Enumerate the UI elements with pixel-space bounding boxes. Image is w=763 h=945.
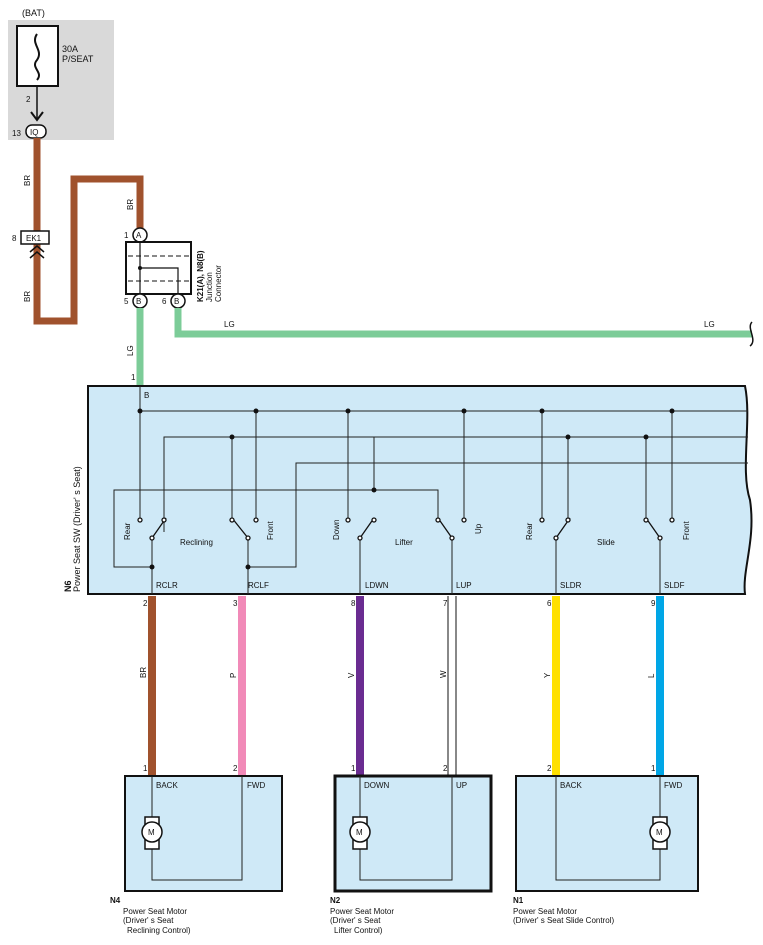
lifter-label: Lifter bbox=[395, 538, 413, 547]
chevron-icon bbox=[29, 245, 45, 259]
output-wire-pin: 3 bbox=[233, 599, 238, 608]
switch-blades bbox=[137, 517, 675, 541]
output-wire-color-label: P bbox=[229, 673, 238, 678]
motor-pin: 1 bbox=[651, 764, 656, 773]
motor-n1-desc2: (Driver' s Seat Slide Control) bbox=[513, 916, 614, 925]
br-label-right: BR bbox=[126, 199, 135, 210]
junction-id-b1: B bbox=[136, 297, 141, 306]
junction-pin-b2: 6 bbox=[162, 297, 167, 306]
lg-wire-horizontal bbox=[174, 308, 752, 338]
battery-label: (BAT) bbox=[22, 8, 45, 18]
junction-pin-b1: 5 bbox=[124, 297, 129, 306]
fuse-name: P/SEAT bbox=[62, 54, 94, 64]
fuse-icon bbox=[34, 33, 40, 81]
slide-rear-label: Rear bbox=[525, 522, 534, 540]
lifter-up-label: Up bbox=[474, 523, 483, 534]
motor-icon bbox=[649, 821, 671, 843]
output-wire-pin: 8 bbox=[351, 599, 356, 608]
motor-n1: BACK FWD M bbox=[515, 775, 699, 892]
br-wire bbox=[33, 138, 144, 325]
motor-pin: 2 bbox=[233, 764, 238, 773]
ek1-label: EK1 bbox=[26, 234, 42, 243]
motor-pin: 2 bbox=[443, 764, 448, 773]
br-label-top: BR bbox=[23, 175, 32, 186]
motor-n2-desc1: Power Seat Motor bbox=[330, 907, 394, 916]
motor-icon bbox=[141, 821, 163, 843]
switch-input-id: B bbox=[144, 391, 149, 400]
bus-dots bbox=[137, 408, 675, 570]
motor-n2-left: DOWN bbox=[364, 781, 390, 790]
fuse-box bbox=[16, 25, 59, 87]
motor-n1-left: BACK bbox=[560, 781, 582, 790]
output-wire-pin: 7 bbox=[443, 599, 448, 608]
fuse-pin: 2 bbox=[26, 95, 31, 104]
junction-id-b2: B bbox=[174, 297, 179, 306]
output-wire-pin: 2 bbox=[143, 599, 148, 608]
motor-n4-right: FWD bbox=[247, 781, 265, 790]
terminal-sldr: SLDR bbox=[560, 581, 582, 590]
motor-n4-desc3: Reclining Control) bbox=[127, 926, 191, 935]
motor-n4-desc2: (Driver' s Seat bbox=[123, 916, 174, 925]
motor-n4-symbol: M bbox=[148, 828, 155, 837]
terminal-lup: LUP bbox=[456, 581, 472, 590]
motor-n4-code: N4 bbox=[110, 896, 121, 905]
junction-id-a: A bbox=[136, 231, 142, 240]
motor-n1-code: N1 bbox=[513, 896, 524, 905]
motor-n2-right: UP bbox=[456, 781, 467, 790]
ek1-connector bbox=[20, 230, 50, 245]
motor-pin: 1 bbox=[351, 764, 356, 773]
output-wire-pin: 6 bbox=[547, 599, 552, 608]
output-wire-color-label: W bbox=[439, 670, 448, 678]
terminal-rclf: RCLF bbox=[248, 581, 269, 590]
lg-label-down: LG bbox=[126, 345, 135, 356]
br-label-bottom: BR bbox=[23, 291, 32, 302]
switch-code: N6 bbox=[63, 580, 73, 592]
wire-break-icon bbox=[749, 321, 754, 347]
output-wire-pin: 9 bbox=[651, 599, 656, 608]
reclining-label: Reclining bbox=[180, 538, 213, 547]
motor-n2-desc3: Lifter Control) bbox=[334, 926, 383, 935]
output-wire-color-label: V bbox=[347, 672, 356, 678]
junction-pin-a: 1 bbox=[124, 231, 129, 240]
terminal-rclr: RCLR bbox=[156, 581, 178, 590]
motor-pin: 2 bbox=[547, 764, 552, 773]
motor-n1-right: FWD bbox=[664, 781, 682, 790]
reclining-front-label: Front bbox=[266, 521, 275, 540]
lg-label-mid: LG bbox=[224, 320, 235, 329]
terminal-ldwn: LDWN bbox=[365, 581, 389, 590]
motor-n1-desc1: Power Seat Motor bbox=[513, 907, 577, 916]
slide-front-label: Front bbox=[682, 521, 691, 540]
switch-input-pin: 1 bbox=[131, 373, 136, 382]
lifter-down-label: Down bbox=[332, 520, 341, 540]
junction-code: K21(A), N8(B) bbox=[196, 250, 205, 302]
junction-name-2: Connector bbox=[214, 265, 223, 302]
motor-n2: DOWN UP M bbox=[333, 774, 493, 893]
slide-label: Slide bbox=[597, 538, 615, 547]
motor-n1-symbol: M bbox=[656, 828, 663, 837]
output-wire-color-label: L bbox=[647, 673, 656, 678]
motor-icon bbox=[349, 821, 371, 843]
ek1-pin: 8 bbox=[12, 234, 17, 243]
switch-name: Power Seat SW (Driver' s Seat) bbox=[72, 466, 82, 592]
output-wire-color-label: BR bbox=[139, 667, 148, 678]
motor-n2-symbol: M bbox=[356, 828, 363, 837]
motor-n4-left: BACK bbox=[156, 781, 178, 790]
switch-internal-wiring bbox=[113, 386, 748, 594]
arrow-down-icon bbox=[30, 111, 44, 122]
motor-n4-desc1: Power Seat Motor bbox=[123, 907, 187, 916]
terminal-sldf: SLDF bbox=[664, 581, 685, 590]
iq-label: IQ bbox=[30, 128, 38, 137]
motor-n2-code: N2 bbox=[330, 896, 341, 905]
reclining-rear-label: Rear bbox=[123, 522, 132, 540]
output-wire-color-label: Y bbox=[543, 672, 552, 678]
motor-pin: 1 bbox=[143, 764, 148, 773]
lg-label-end: LG bbox=[704, 320, 715, 329]
motor-n2-desc2: (Driver' s Seat bbox=[330, 916, 381, 925]
motor-n4: BACK FWD M bbox=[124, 775, 283, 892]
iq-pin: 13 bbox=[12, 129, 21, 138]
fuse-amp: 30A bbox=[62, 44, 78, 54]
junction-name-1: Junction bbox=[205, 272, 214, 302]
